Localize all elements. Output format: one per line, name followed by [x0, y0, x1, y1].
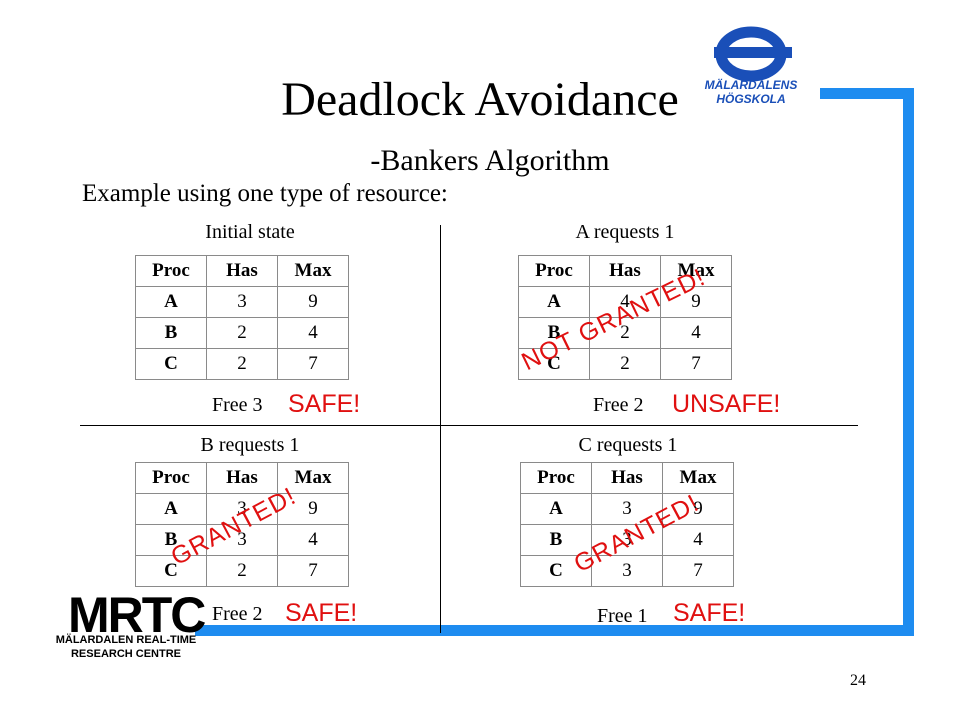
table-row: C 2 7	[135, 348, 349, 380]
cell-max: 4	[662, 524, 734, 556]
free-count: Free 1	[597, 605, 648, 627]
cell-max: 4	[277, 524, 349, 556]
table-row: C 3 7	[520, 555, 734, 587]
table-row: C 2 7	[135, 555, 349, 587]
frame-top-cap	[820, 88, 914, 99]
slide-subtitle: -Bankers Algorithm	[370, 144, 610, 177]
cell-has: 3	[591, 524, 663, 556]
cell-has: 3	[591, 555, 663, 587]
panel-c-requests-title: C requests 1	[578, 434, 678, 456]
cell-max: 9	[277, 286, 349, 318]
table-row: A 3 9	[135, 493, 349, 525]
header-max: Max	[277, 255, 349, 287]
table-row: B 3 4	[520, 524, 734, 556]
cell-has: 3	[206, 493, 278, 525]
header-max: Max	[662, 462, 734, 494]
cell-proc: C	[135, 555, 207, 587]
verdict-unsafe: UNSAFE!	[672, 390, 781, 418]
intro-text: Example using one type of resource:	[82, 180, 448, 207]
cell-proc: A	[135, 286, 207, 318]
table-a-requests: Proc Has Max A 4 9 B 2 4 C 2 7	[518, 255, 732, 380]
cell-max: 7	[277, 348, 349, 380]
header-proc: Proc	[520, 462, 592, 494]
free-count: Free 2	[593, 394, 644, 416]
header-has: Has	[206, 462, 278, 494]
horizontal-divider	[80, 425, 858, 426]
free-count: Free 2	[212, 603, 263, 625]
mrtc-logo-text-line1: MÄLARDALEN REAL-TIME	[55, 634, 197, 646]
table-c-requests: Proc Has Max A 3 9 B 3 4 C 3 7	[520, 462, 734, 587]
panel-a-requests-title: A requests 1	[575, 221, 675, 243]
panel-b-requests-title: B requests 1	[200, 434, 300, 456]
table-initial-state: Proc Has Max A 3 9 B 2 4 C 2 7	[135, 255, 349, 380]
verdict-safe: SAFE!	[288, 390, 361, 418]
header-proc: Proc	[518, 255, 590, 287]
header-max: Max	[660, 255, 732, 287]
cell-max: 4	[277, 317, 349, 349]
verdict-safe: SAFE!	[285, 599, 358, 627]
mrtc-logo-text-line2: RESEARCH CENTRE	[70, 648, 181, 660]
table-b-requests: Proc Has Max A 3 9 B 3 4 C 2 7	[135, 462, 349, 587]
cell-proc: B	[135, 524, 207, 556]
cell-has: 2	[206, 555, 278, 587]
cell-proc: B	[518, 317, 590, 349]
cell-proc: C	[135, 348, 207, 380]
table-row: C 2 7	[518, 348, 732, 380]
mdh-logo-text: MÄLARDALENS HÖGSKOLA	[704, 78, 798, 106]
cell-has: 2	[206, 317, 278, 349]
cell-max: 7	[277, 555, 349, 587]
vertical-divider	[440, 225, 441, 633]
frame-right-bar	[903, 88, 914, 636]
table-row: B 2 4	[135, 317, 349, 349]
header-max: Max	[277, 462, 349, 494]
header-proc: Proc	[135, 255, 207, 287]
panel-initial-title: Initial state	[205, 221, 295, 243]
cell-has: 3	[206, 286, 278, 318]
cell-proc: A	[518, 286, 590, 318]
page-number: 24	[850, 672, 866, 689]
mdh-logo-icon	[714, 26, 792, 82]
header-has: Has	[589, 255, 661, 287]
cell-proc: C	[520, 555, 592, 587]
cell-proc: C	[518, 348, 590, 380]
cell-proc: A	[135, 493, 207, 525]
table-row: B 3 4	[135, 524, 349, 556]
cell-has: 2	[206, 348, 278, 380]
mrtc-logo: MRTC	[68, 587, 206, 643]
cell-max: 4	[660, 317, 732, 349]
frame-bottom-bar	[195, 625, 914, 636]
slide-title: Deadlock Avoidance	[281, 73, 679, 126]
verdict-safe: SAFE!	[673, 599, 746, 627]
free-count: Free 3	[212, 394, 263, 416]
table-row: A 3 9	[135, 286, 349, 318]
header-proc: Proc	[135, 462, 207, 494]
cell-proc: A	[520, 493, 592, 525]
header-has: Has	[206, 255, 278, 287]
header-has: Has	[591, 462, 663, 494]
cell-max: 9	[660, 286, 732, 318]
cell-proc: B	[520, 524, 592, 556]
cell-has: 2	[589, 348, 661, 380]
cell-max: 7	[662, 555, 734, 587]
cell-proc: B	[135, 317, 207, 349]
cell-max: 7	[660, 348, 732, 380]
